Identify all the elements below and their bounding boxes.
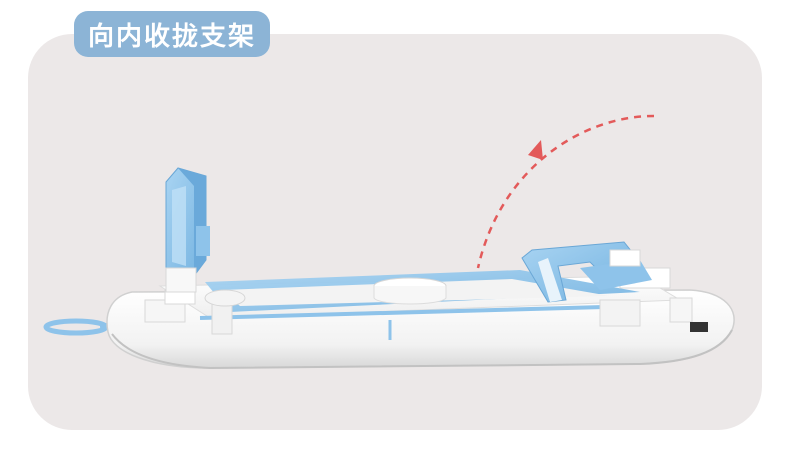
right-bracket (521, 241, 652, 303)
caption-text: 向内收拢支架 (88, 21, 257, 52)
left-bracket (165, 167, 210, 293)
caption-badge: 向内收拢支架 (74, 11, 271, 57)
curved-dashed-arrow-icon (476, 114, 655, 269)
tub-base (106, 267, 735, 370)
